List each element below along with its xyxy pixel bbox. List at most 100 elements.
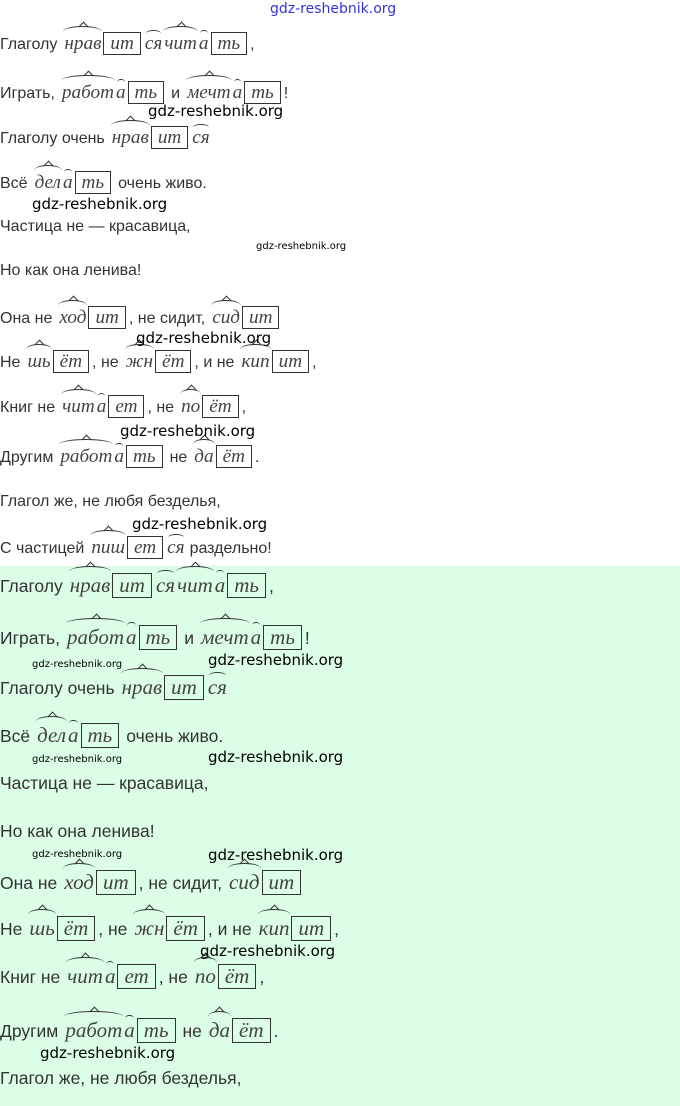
word-root: работ [64, 1011, 124, 1042]
watermark: gdz-reshebnik.org [32, 659, 123, 670]
word-suffix: ся [155, 570, 176, 597]
word-root: пиш [90, 530, 126, 558]
word-root: да [193, 439, 215, 467]
text: , не сидит, [138, 873, 223, 893]
watermark: gdz-reshebnik.org [200, 942, 336, 960]
watermark: gdz-reshebnik.org [256, 241, 347, 252]
poem-line: Частица не — красавица, [0, 216, 195, 238]
text: , [250, 36, 255, 53]
word-ending: ть [210, 32, 248, 56]
word-root: сид [211, 300, 241, 328]
text: , [268, 576, 274, 596]
text: С частицей [0, 540, 85, 557]
word-root: нрав [68, 566, 111, 597]
word-root: чит [66, 957, 104, 988]
word-root: ход [63, 863, 95, 894]
word-ending: ёт [166, 916, 205, 942]
word-ending: ит [88, 306, 126, 330]
text: , не [98, 919, 128, 939]
text: , [334, 919, 340, 939]
word-root: кип [240, 344, 271, 372]
watermark: gdz-reshebnik.org [120, 422, 256, 440]
word-ending: ёт [202, 395, 239, 419]
text: Другим [0, 449, 54, 466]
text: и [171, 85, 181, 102]
word-ending: ёт [155, 350, 192, 374]
word-root: мечт [186, 75, 232, 103]
word-root: чит [163, 26, 198, 54]
text: Она не [0, 873, 58, 893]
text: Глагол же, не любя безделья, [0, 493, 221, 510]
word-root: дел [33, 165, 63, 193]
text: очень живо. [118, 175, 207, 192]
word-suffix: а [198, 30, 209, 54]
text: , не [92, 354, 119, 371]
word-suffix: а [250, 622, 262, 649]
word-suffix: а [126, 622, 137, 649]
text: Глаголу очень [0, 130, 105, 147]
text: не [182, 1021, 202, 1041]
word-root: шь [28, 909, 57, 940]
word-ending: ит [291, 916, 332, 942]
word-ending: ет [108, 395, 145, 419]
text: , [241, 399, 247, 416]
text: , и не [207, 919, 252, 939]
word-root: кип [257, 909, 291, 940]
word-ending: ёт [232, 1018, 271, 1044]
word-ending: ит [95, 870, 136, 896]
watermark: gdz-reshebnik.org [208, 748, 344, 766]
text: . [254, 449, 260, 466]
watermark: gdz-reshebnik.org [270, 1, 397, 17]
word-suffix: а [214, 570, 226, 597]
text: Играть, [0, 628, 61, 648]
word-ending: ть [136, 1018, 176, 1044]
word-ending: ть [125, 445, 163, 469]
text: раздельно! [189, 540, 272, 557]
text: Глаголу [0, 576, 63, 596]
text: , и не [194, 354, 235, 371]
text: Но как она ленива! [0, 262, 142, 279]
word-root: по [193, 957, 217, 988]
text: , не [147, 399, 175, 416]
poem-line: Частица не — красавица, [0, 771, 212, 795]
watermark: gdz-reshebnik.org [132, 515, 268, 533]
text: Другим [0, 1021, 59, 1041]
word-ending: ть [244, 81, 281, 105]
text: , [312, 354, 317, 371]
text: Глаголу очень [0, 678, 115, 698]
word-ending: ит [112, 573, 152, 599]
text: Играть, [0, 85, 55, 102]
text: Книг не [0, 399, 56, 416]
word-suffix: а [114, 443, 124, 467]
text: , не сидит, [128, 310, 206, 327]
word-root: по [180, 389, 202, 417]
word-ending: ит [103, 32, 141, 56]
word-root: да [207, 1011, 232, 1042]
text: ! [283, 85, 289, 102]
word-suffix: а [124, 1015, 135, 1042]
word-ending: ит [271, 350, 310, 374]
word-ending: ет [127, 536, 164, 560]
word-root: чит [61, 389, 96, 417]
word-suffix: ся [167, 534, 185, 558]
word-ending: ит [164, 675, 204, 701]
word-root: нрав [110, 120, 150, 148]
text: Но как она ленива! [0, 821, 155, 841]
word-suffix: а [62, 169, 73, 193]
word-root: мечт [200, 618, 250, 649]
word-root: работ [59, 439, 114, 467]
word-root: шь [26, 344, 52, 372]
text: не [169, 449, 188, 466]
watermark: gdz-reshebnik.org [32, 195, 168, 213]
word-root: чит [176, 566, 214, 597]
word-ending: ет [117, 964, 156, 990]
